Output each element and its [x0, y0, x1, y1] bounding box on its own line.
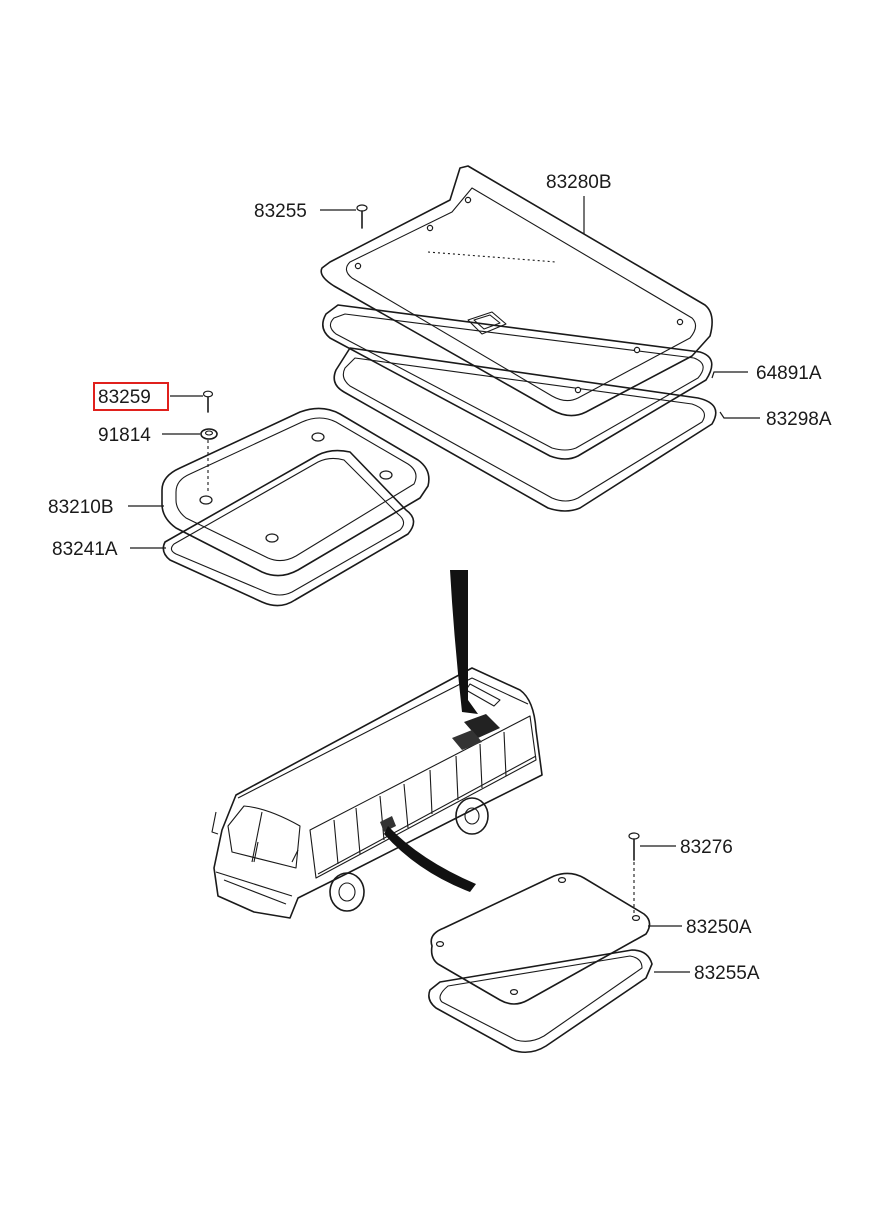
roof-hatch-cover-83280B	[320, 165, 713, 417]
roof-hatch-seal-64891A	[322, 304, 713, 460]
screw-83255	[356, 204, 368, 229]
washer-91814	[200, 428, 218, 492]
label-83241A[interactable]: 83241A	[52, 539, 118, 560]
label-91814[interactable]: 91814	[98, 425, 151, 446]
label-83298A[interactable]: 83298A	[766, 409, 832, 430]
bolt-83259	[202, 390, 214, 413]
label-83255A[interactable]: 83255A	[694, 963, 760, 984]
label-64891A[interactable]: 64891A	[756, 363, 822, 384]
label-83255[interactable]: 83255	[254, 201, 307, 222]
bus-illustration	[211, 570, 543, 919]
leader-64891A	[711, 371, 748, 379]
screw-83276	[628, 832, 640, 914]
label-83276[interactable]: 83276	[680, 837, 733, 858]
label-83259[interactable]: 83259	[98, 387, 151, 408]
roof-hatch-gasket-83298A	[333, 347, 717, 512]
label-83210B[interactable]: 83210B	[48, 497, 114, 518]
highlight-box-83259	[93, 382, 169, 411]
floor-hatch-cover-83250A	[430, 872, 651, 1005]
floor-hatch-gasket-83255A	[428, 949, 653, 1054]
label-83280B[interactable]: 83280B	[546, 172, 612, 193]
leader-83298A	[719, 411, 760, 419]
small-hatch-gasket-83241A	[162, 449, 415, 607]
small-hatch-cover-83210B	[161, 407, 430, 577]
label-83250A[interactable]: 83250A	[686, 917, 752, 938]
